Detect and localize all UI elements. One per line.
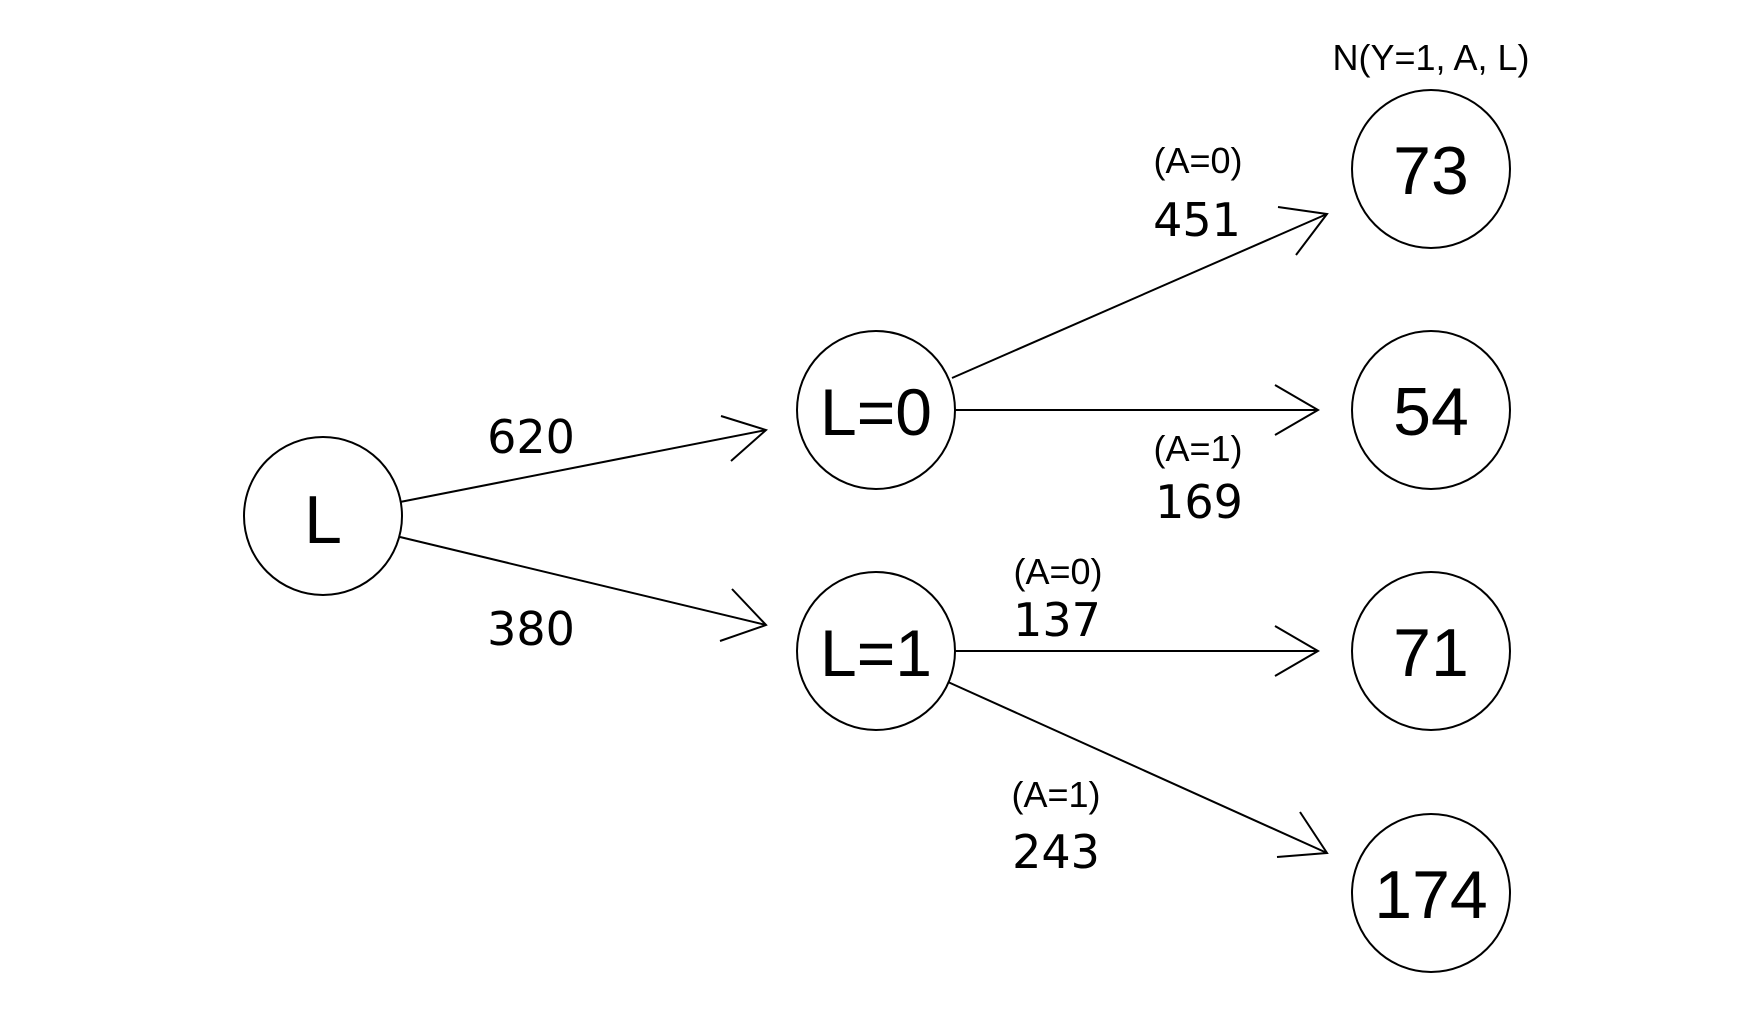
node-outcome-174: 174 <box>1351 813 1511 973</box>
node-outcome-54-circle <box>1351 330 1511 490</box>
node-l1-label: L=1 <box>820 616 932 690</box>
node-root-circle <box>243 436 403 596</box>
node-l1-circle <box>796 571 956 731</box>
edge-count-l1-a1: 243 <box>1012 825 1100 879</box>
node-outcome-71: 71 <box>1351 571 1511 731</box>
edge-root-to-l0 <box>399 429 767 503</box>
node-outcome-71-circle <box>1351 571 1511 731</box>
edge-count-l0-a0: 451 <box>1153 193 1241 247</box>
edge-count-l0-a1: 169 <box>1155 475 1243 529</box>
edge-root-to-l1-arrowhead <box>719 588 768 642</box>
node-outcome-73: 73 <box>1351 89 1511 249</box>
treatment-label-l0-a0: (A=0) <box>1153 140 1242 181</box>
treatment-label-l1-a1: (A=1) <box>1011 774 1100 815</box>
edge-l0-to-73-arrowhead <box>1277 206 1329 256</box>
edge-count-l1: 380 <box>487 602 575 656</box>
edge-root-to-l0-arrowhead <box>720 415 768 462</box>
node-outcome-54-label: 54 <box>1393 374 1469 450</box>
node-l0: L=0 <box>796 330 956 490</box>
node-outcome-54: 54 <box>1351 330 1511 490</box>
edge-root-to-l1 <box>399 536 767 626</box>
node-l1: L=1 <box>796 571 956 731</box>
node-outcome-71-label: 71 <box>1393 615 1469 691</box>
edge-count-l1-a0: 137 <box>1013 593 1101 647</box>
node-l0-circle <box>796 330 956 490</box>
edge-l0-to-73 <box>951 213 1328 379</box>
edge-l1-to-174 <box>947 681 1328 854</box>
node-outcome-174-label: 174 <box>1374 857 1487 933</box>
node-root: L <box>243 436 403 596</box>
edge-l0-to-54-arrowhead <box>1274 384 1320 436</box>
node-root-label: L <box>304 482 342 558</box>
treatment-label-l0-a1: (A=1) <box>1153 428 1242 469</box>
node-outcome-73-label: 73 <box>1393 133 1469 209</box>
node-l0-label: L=0 <box>820 375 932 449</box>
edge-l1-to-71-arrowhead <box>1274 625 1320 677</box>
edge-count-l0: 620 <box>487 410 575 464</box>
node-outcome-73-circle <box>1351 89 1511 249</box>
edge-l1-to-174-arrowhead <box>1276 811 1329 858</box>
treatment-label-l1-a0: (A=0) <box>1013 551 1102 592</box>
outcome-column-header: N(Y=1, A, L) <box>1332 37 1529 78</box>
node-outcome-174-circle <box>1351 813 1511 973</box>
